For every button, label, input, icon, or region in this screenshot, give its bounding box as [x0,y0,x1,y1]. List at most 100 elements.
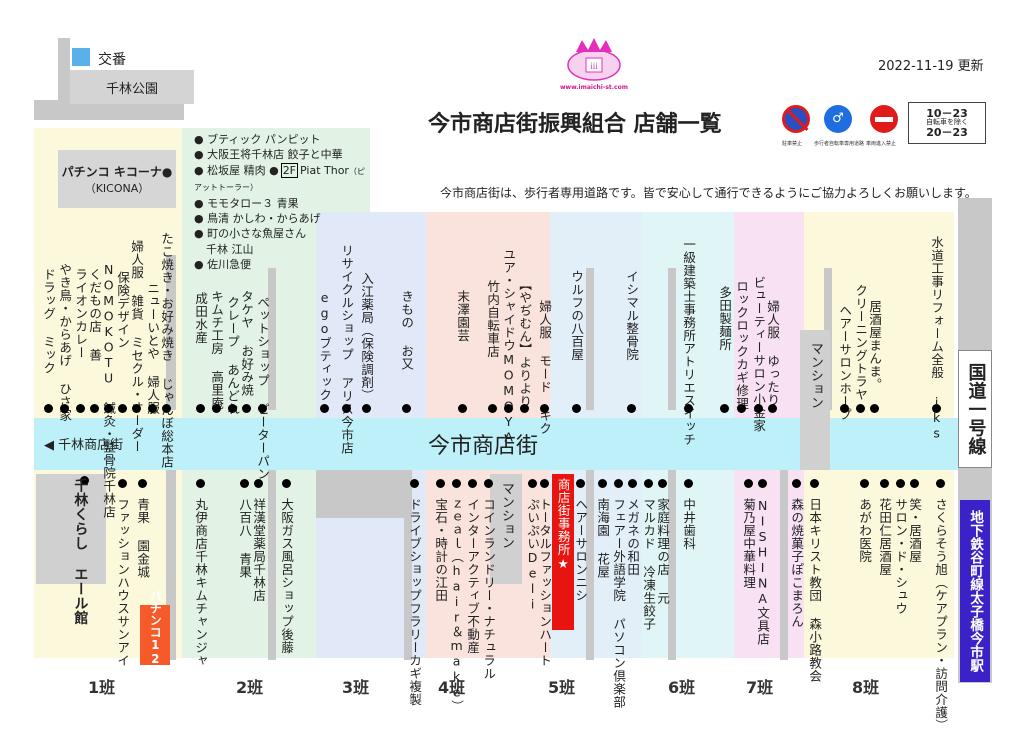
shop-dot-icon [320,404,329,413]
shop-dot-icon [572,404,581,413]
shop-dot-icon [684,404,693,413]
notice-text: 今市商店街は、歩行者専用道路です。皆で安心して通行できるようにご協力よろしくお願… [440,186,977,200]
shop-label-top: 【やぢむん】よりより [517,278,533,408]
shop-dot-icon [196,404,205,413]
shop-label-top: 婦人服 ゆったり [765,300,781,407]
shop-label-bottom: 日本キリスト教団 森小路教会 [807,498,823,683]
kicona-dot-label: 千林くらし エール館 [72,478,89,625]
shop-label-top: 竹内自転車店 [485,280,501,358]
shop-label-top: ウルフの八百屋 [569,270,585,361]
shop-label-bottom: あがわ医院 [857,498,873,563]
shop-dot-icon [458,404,467,413]
shop-dot-icon [644,479,653,488]
shop-dot-icon [628,479,637,488]
group-label: 5班 [548,678,576,697]
group-label: 7班 [746,678,774,697]
shop-dot-icon [240,479,249,488]
shop-dot-icon [840,404,849,413]
shop-dot-icon [362,404,371,413]
shop-dot-icon [540,404,549,413]
shop-label-top: 一級建築士事務所アトリエスイッチ [681,238,697,446]
shop-dot-icon [614,479,623,488]
shop-dot-icon [658,479,667,488]
shop-label-top: きもの お又 [399,290,415,371]
shop-label-top: ロックロックカギ修理 [734,280,750,410]
shop-label-bottom: ｚｅａｌ（hair＆make） [449,498,465,713]
koban-label: 交番 [98,52,126,68]
shop-dot-icon [104,404,113,413]
shop-label-top: クリーニングトラヤ [853,284,869,401]
shop-dot-icon [342,404,351,413]
shop-dot-icon [118,479,127,488]
shop-label-top: ドラッグ ミック [41,268,57,375]
road-top-vertical [58,38,70,118]
shop-label-top: 婦人服 モード キク [537,300,553,435]
shop-dot-icon [76,404,85,413]
shop-dot-icon [196,479,205,488]
shop-dot-icon [80,476,89,485]
shop-dot-icon [254,479,263,488]
shop-dot-icon [520,404,529,413]
shop-label-bottom: 菊乃屋中華料理 [741,498,757,589]
shop-dot-icon [936,479,945,488]
group-label: 4班 [438,678,466,697]
street-label-left[interactable]: ◀ 千林商店街 [44,438,124,453]
shop-dot-icon [856,404,865,413]
shop-label-top: ライオンカレー [73,268,89,359]
road-top [34,100,184,120]
shop-label-top: クレープ あんどれ [225,296,241,416]
shop-label-bottom: 大阪ガス風呂ショップ後藤 [279,498,295,654]
shop-label-top: やき鳥・からあげ ひさ家 [57,263,73,422]
shoten-office[interactable]: 商店街事務所★ [552,474,574,630]
shop-dot-icon [880,479,889,488]
shop-dot-icon [452,479,461,488]
shop-label-bottom: 笑・居酒屋 [907,498,923,563]
shop-label-top: 成田水産 [193,292,209,344]
shop-label-top: ペットショップ ピーターパン [255,296,271,481]
subway-station[interactable]: 地下鉄谷町線太子橋今市駅 [960,500,990,682]
shop-label-top: ビューティーサロン小金家 [751,276,767,432]
shop-label-bottom: インターアクティブ不動産 [465,498,481,654]
group-label: 8班 [852,678,880,697]
shop-dot-icon [118,404,127,413]
shop-label-bottom: ドライブショップフラリーカギ複製 [407,498,423,706]
shop-label-top: 末澤園芸 [455,290,471,342]
shop-label-top: NOMOKOTU 鍼灸・整骨院千林店 [101,262,117,519]
shop-dot-icon [504,404,513,413]
senbayashi-park: 千林公園 [70,70,194,104]
shop-label-top: ユア・シャイドウMOMOYA [501,248,517,445]
shop-label-bottom: 祥漢堂薬局千林店 [251,498,267,602]
shop-label-bottom: メガネの和田 [625,498,641,576]
shop-label-bottom: フェアー外語学院 パソコン倶楽部 [611,498,627,709]
logo-url[interactable]: www.imaichi-st.com [560,84,628,91]
pedestrian-bicycle-icon: ♂ [824,105,852,133]
shop-dot-icon [528,479,537,488]
shop-label-top: ヘアーサロンホープ [837,304,853,421]
shop-dot-icon [792,479,801,488]
shop-dot-icon [860,479,869,488]
shop-list-box: ● ブティック パンピット ● 大阪王将千林店 餃子と中華 ● 松坂屋 精肉 ●… [194,133,365,272]
shop-label-top: ニューいとや 婦人服 [145,282,161,415]
shop-dot-icon [737,404,746,413]
no-entry-icon [870,105,898,133]
shop-label-top: 婦人服 雑貨 ミセクル・オーダー [129,240,145,453]
shop-dot-icon [138,479,147,488]
shop-label-bottom: ヘアーサロンニシ [573,498,589,602]
shop-label-bottom: サロン・ド・シュウ [893,498,909,615]
time-box: 10－23 自転車を除く 20－23 [908,102,986,144]
shop-label-bottom: 青果 園金城 [135,498,151,579]
shop-dot-icon [488,404,497,413]
page-title: 今市商店街振興組合 店舗一覧 [428,112,722,137]
shop-label-top: くだもの店 善 [87,268,103,362]
shop-label-bottom: 家庭料理の店 元 [655,498,671,605]
shop-dot-icon [810,479,819,488]
shop-label-bottom: コインランドリー・ナチュラル [481,498,497,680]
shop-label-bottom: 丸伊商店千林キムチャンジャ [193,498,209,667]
shop-dot-icon [44,404,53,413]
shop-dot-icon [598,479,607,488]
shop-dot-icon [162,404,171,413]
shop-dot-icon [768,404,777,413]
shop-label-top: 水道工事リフォーム全般 iks [929,236,945,441]
pachinko-kicona: パチンコ キコーナ● （KICONA） [58,150,176,208]
mansion-top: マンション [800,330,830,470]
